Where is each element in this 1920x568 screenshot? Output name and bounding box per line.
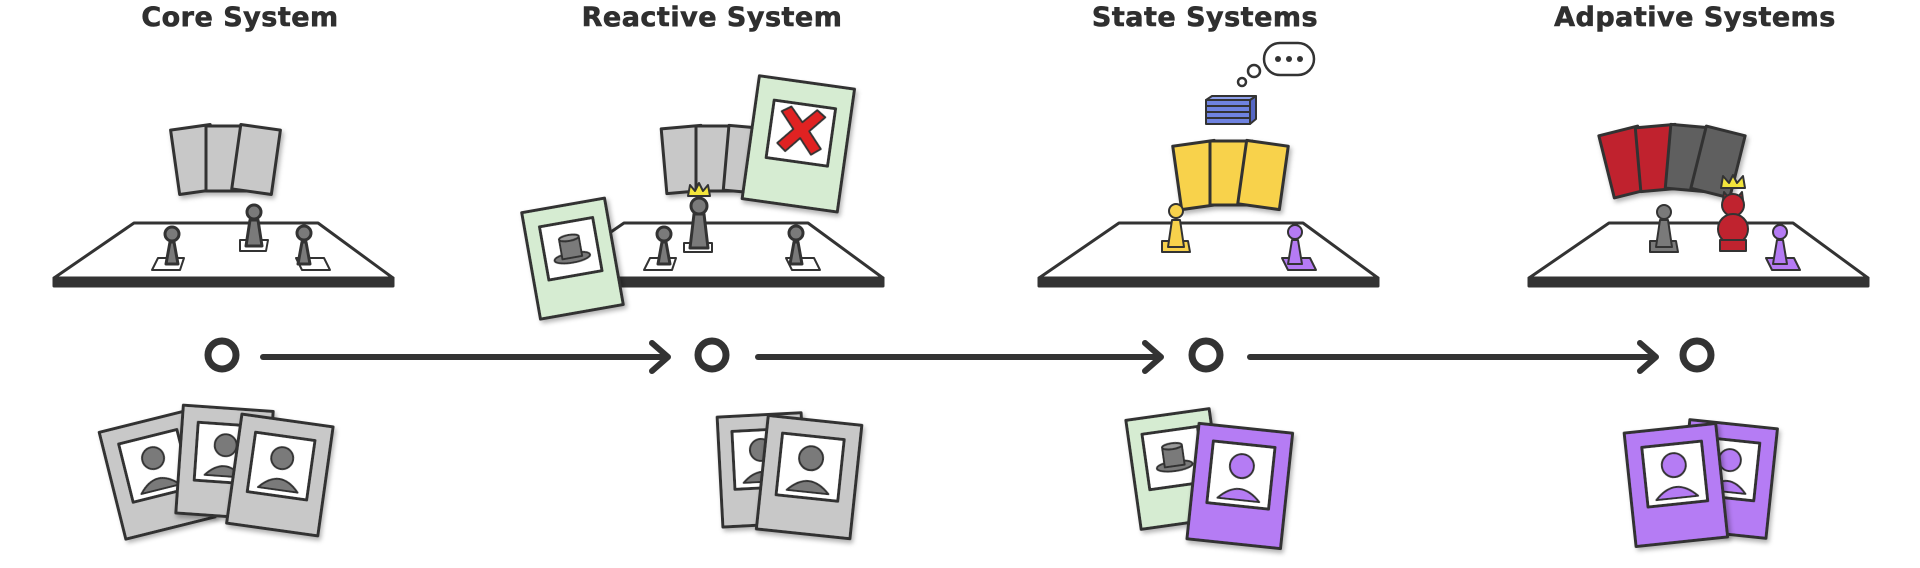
stage-core bbox=[52, 123, 395, 541]
arrow-right-icon bbox=[1247, 340, 1659, 374]
timeline-node-state-icon bbox=[1188, 337, 1224, 373]
portrait-card-stack bbox=[97, 403, 335, 541]
state-card-stack bbox=[1124, 407, 1295, 551]
top-hat-icon bbox=[553, 233, 592, 265]
pawn-icon bbox=[1281, 224, 1317, 271]
pawn-icon bbox=[643, 225, 677, 271]
pawn-icon bbox=[239, 203, 269, 252]
crown-icon bbox=[1720, 174, 1746, 189]
stage-title-state: State Systems bbox=[1091, 2, 1319, 34]
timeline-node-core-icon bbox=[204, 337, 240, 373]
timeline-node-adaptive-icon bbox=[1679, 337, 1715, 373]
pawn-icon bbox=[1765, 224, 1801, 271]
stage-title-core: Core System bbox=[141, 2, 339, 34]
pawn-icon bbox=[1161, 203, 1191, 253]
pawn-icon bbox=[151, 225, 185, 271]
arrow-right-icon bbox=[755, 340, 1164, 374]
green-card-hat bbox=[520, 196, 625, 321]
table-board-icon bbox=[1527, 221, 1870, 288]
arrow-right-icon bbox=[260, 340, 671, 374]
yellow-card-fan bbox=[1171, 138, 1290, 212]
table-board-icon bbox=[1037, 221, 1380, 288]
table-board-icon bbox=[52, 221, 395, 288]
crown-icon bbox=[687, 182, 711, 197]
timeline-node-reactive-icon bbox=[694, 337, 730, 373]
blue-token-stack-icon bbox=[1205, 95, 1257, 125]
stage-adaptive bbox=[1527, 122, 1870, 549]
purple-card-stack bbox=[1622, 418, 1779, 549]
crowned-devil-pawn-icon bbox=[1717, 174, 1749, 252]
crowned-pawn-icon bbox=[683, 182, 713, 253]
stage-title-reactive: Reactive System bbox=[581, 2, 843, 34]
portrait-card-stack bbox=[715, 411, 864, 541]
pawn-icon bbox=[785, 224, 821, 271]
grey-card-fan bbox=[169, 123, 282, 196]
stage-reactive bbox=[520, 74, 885, 541]
pawn-icon bbox=[295, 224, 331, 271]
top-hat-icon bbox=[1155, 441, 1194, 473]
red-cross-icon bbox=[776, 105, 827, 156]
timeline bbox=[204, 337, 1715, 374]
thought-bubble-icon bbox=[1236, 41, 1316, 88]
stage-state bbox=[1037, 41, 1380, 551]
red-grey-card-fan bbox=[1597, 122, 1747, 200]
stage-title-adaptive: Adpative Systems bbox=[1554, 2, 1836, 34]
pawn-icon bbox=[1649, 204, 1679, 253]
green-card-cross bbox=[740, 74, 856, 214]
